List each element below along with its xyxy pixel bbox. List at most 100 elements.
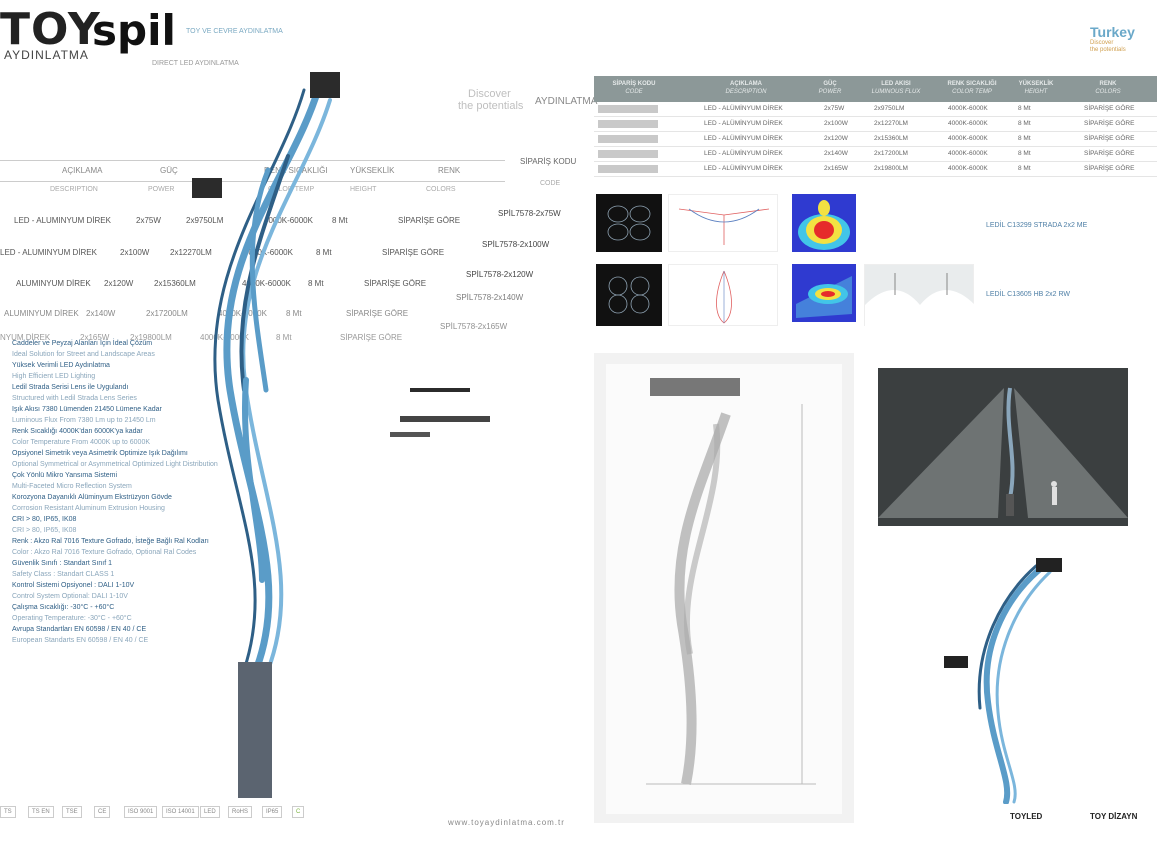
feature-line: Korozyona Dayanıklı Alüminyum Ekstrüzyon… [12,494,172,501]
cert-badge: RoHS [228,806,253,818]
spec-color: SİPARİŞE GÖRE [346,309,409,318]
order-code: SPİL7578-2x140W [456,293,524,302]
feature-line: Luminous Flux From 7380 Lm up to 21450 L… [12,417,156,424]
subheader-power: POWER [148,186,175,193]
website-url: www.toyaydinlatma.com.tr [448,818,565,827]
turkey-brand-sub: Discover [1090,40,1114,46]
turkey-brand-title: Turkey [1090,24,1135,40]
certification-row: TS TS EN TSE CE ISO 9001 ISO 14001 LED R… [0,806,360,828]
code-cell [598,150,658,158]
spil-pole-illustration [192,72,340,798]
order-code: SPİL7578-2x120W [466,270,534,279]
spec-table-header: AÇIKLAMA GÜÇ RENK SICAKLIĞI YÜKSEKLİK RE… [0,160,505,182]
cert-badge: ISO 14001 [162,806,199,818]
spec-desc: ALUMINYUM DİREK [16,279,91,288]
feature-line: European Standarts EN 60598 / EN 40 / CE [12,637,149,644]
cell-desc: LED - ALÜMİNYUM DİREK [704,105,783,112]
header-aciklama: AÇIKLAMA [62,166,103,175]
cell-desc: LED - ALÜMİNYUM DİREK [704,165,783,172]
table-row: LED - ALÜMİNYUM DİREK 2x75W 2x9750LM 400… [594,102,1157,117]
cell-height: 8 Mt [1018,165,1031,172]
spec-color: SİPARİŞE GÖRE [382,248,445,257]
decor-bar [390,432,430,437]
spec-lumen: 2x9750LM [186,216,224,225]
cell-temp: 4000K-6000K [948,150,988,157]
cell-power: 2x120W [824,135,848,142]
table-row: LED - ALÜMİNYUM DİREK 2x140W 2x17200LM 4… [594,147,1157,162]
feature-line: High Efficient LED Lighting [12,373,96,380]
feature-line: Structured with Ledil Strada Lens Series [12,395,137,402]
subheader-height: HEIGHT [350,186,377,193]
spec-color: SİPARİŞE GÖRE [398,216,461,225]
luminaire-head-left [192,178,222,198]
order-code-header: SİPARİŞ KODU [520,157,577,166]
code-cell [598,135,658,143]
feature-line: Opsiyonel Simetrik veya Asimetrik Optimi… [12,450,188,457]
cell-lumen: 2x12270LM [874,120,908,127]
brand-spil-logo: spil [92,6,176,55]
cell-lumen: 2x19800LM [874,165,908,172]
cell-desc: LED - ALÜMİNYUM DİREK [704,120,783,127]
cert-badge: TSE [62,806,82,818]
spec-row: LED - ALUMINYUM DİREK 2x75W 2x9750LM 400… [14,216,494,228]
feature-line: Safety Class : Standart CLASS 1 [12,571,115,578]
subheader-description: DESCRIPTION [50,186,98,193]
header-guc: GÜÇ [160,166,178,175]
cert-badge: C [292,806,305,818]
code-cell [598,105,658,113]
feature-line: Control System Optional: DALI 1-10V [12,593,128,600]
feature-line: Kontrol Sistemi Opsiyonel : DALI 1-10V [12,582,135,589]
isolux-heatmap [792,194,856,252]
spec-height: 8 Mt [332,216,348,225]
road-light-rendering [865,273,975,327]
spec-row: LED - ALUMINYUM DİREK 2x100W 2x12270LM 4… [0,248,480,260]
spec-color: SİPARİŞE GÖRE [340,333,403,342]
spec-temp: 4000K-6000K [244,248,293,257]
cert-badge: IP65 [262,806,283,818]
spec-lumen: 2x19800LM [130,333,172,342]
brand-tagline-secondary: DIRECT LED AYDINLATMA [152,60,239,67]
feature-line: Yüksek Verimli LED Aydınlatma [12,362,110,369]
cell-power: 2x100W [824,120,848,127]
feature-line: Color : Akzo Ral 7016 Texture Gofrado, O… [12,549,197,556]
subheader-colors: COLORS [426,186,456,193]
cell-height: 8 Mt [1018,150,1031,157]
cell-lumen: 2x15360LM [874,135,908,142]
feature-line: Color Temperature From 4000K up to 6000K [12,439,151,446]
cell-lumen: 2x17200LM [874,150,908,157]
turkey-brand-sub: the potentials [1090,47,1126,53]
cert-badge: CE [94,806,111,818]
cell-lumen: 2x9750LM [874,105,905,112]
cell-temp: 4000K-6000K [948,165,988,172]
table-row: LED - ALÜMİNYUM DİREK 2x165W 2x19800LM 4… [594,162,1157,177]
pole-base [238,662,272,798]
feature-line: Çalışma Sıcaklığı: -30°C - +60°C [12,604,115,611]
isolux-contours [798,200,850,250]
feature-line: CRI > 80, IP65, IK08 [12,516,77,523]
ghost-aydinlatma: AYDINLATMA [535,96,598,107]
spec-power: 2x120W [104,279,134,288]
header-yukseklik: YÜKSEKLİK [350,166,395,175]
cell-height: 8 Mt [1018,120,1031,127]
isolux-contours [796,276,852,318]
cell-temp: 4000K-6000K [948,135,988,142]
lens-photo [596,194,662,252]
code-header: CODE [540,180,561,187]
luminaire-head [944,656,968,668]
feature-line: Işık Akısı 7380 Lümenden 21450 Lümene Ka… [12,406,162,413]
spec-desc: NYUM DİREK [0,333,51,342]
spec-temp: 4000K-6000K [242,279,291,288]
cert-badge: ISO 9001 [124,806,158,818]
cell-height: 8 Mt [1018,105,1031,112]
lens-photo [596,264,662,326]
code-cell [598,165,658,173]
cell-desc: LED - ALÜMİNYUM DİREK [704,135,783,142]
decor-bar [410,388,470,392]
